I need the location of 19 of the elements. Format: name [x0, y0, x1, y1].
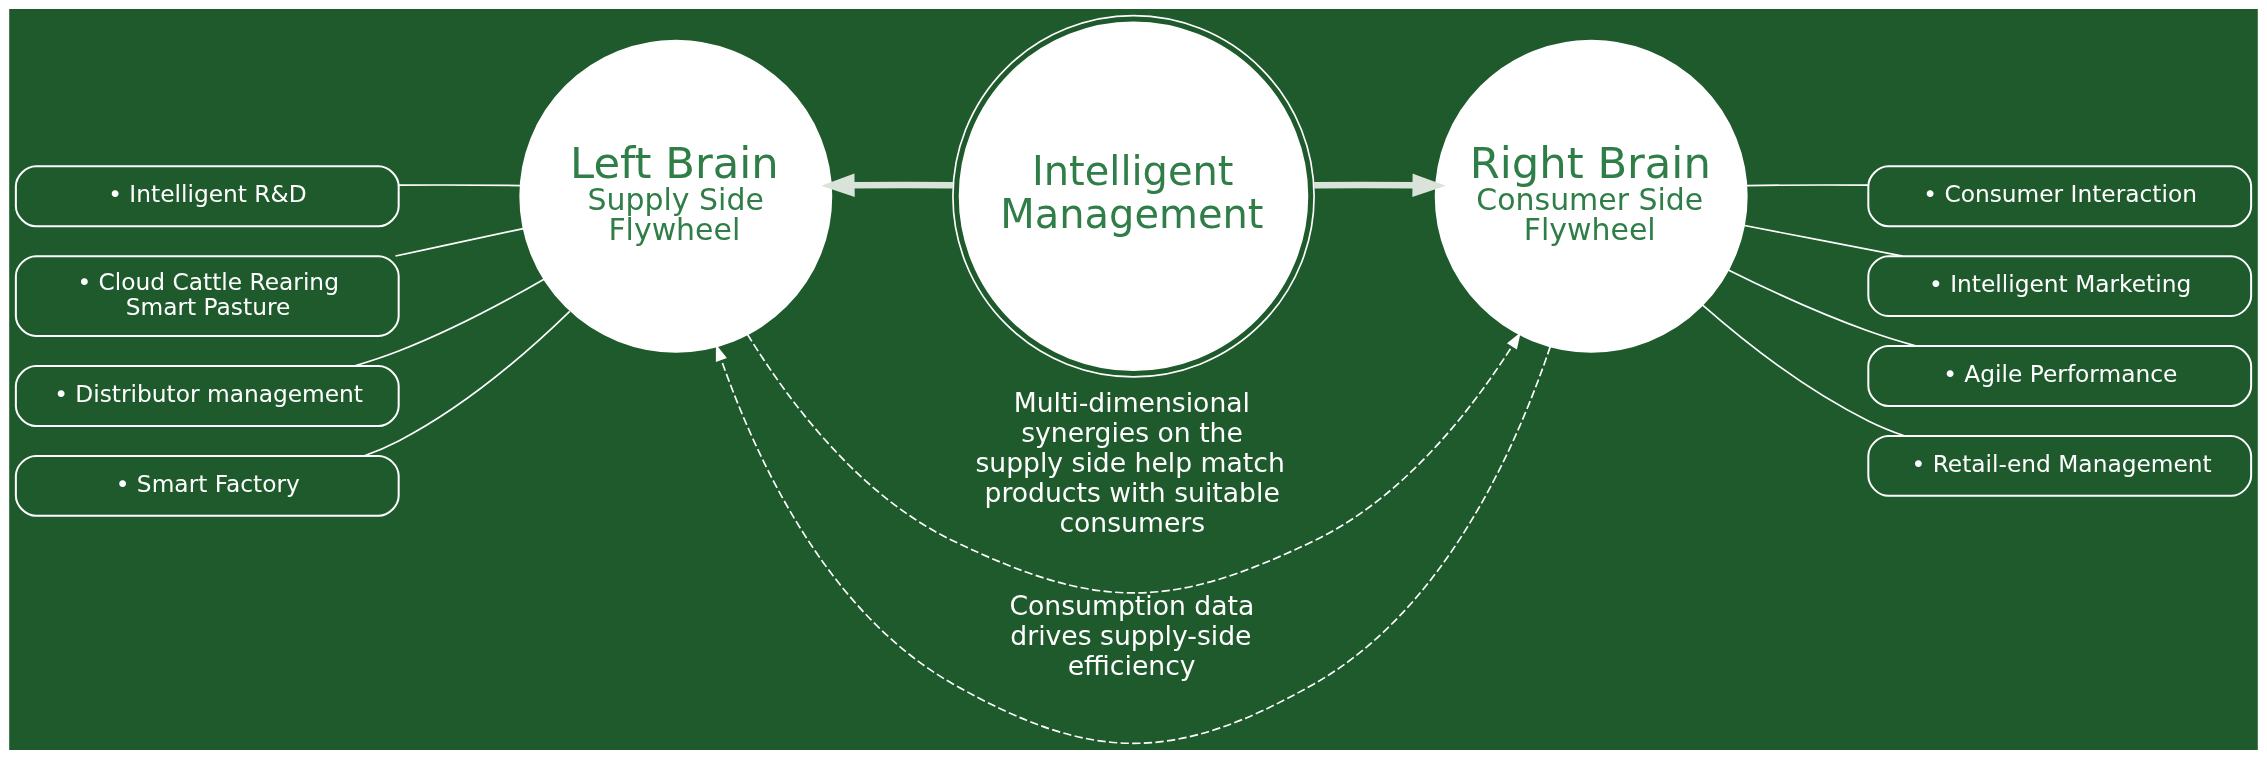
node-box: • Distributor management [14, 365, 400, 427]
node-box: • Cloud Cattle Rearing Smart Pasture [14, 255, 400, 338]
node-box: • Intelligent Marketing [1867, 255, 2253, 318]
edge-label: Consumption data drives supply-side efficiency [1009, 590, 1255, 682]
node-box: • Consumer Interaction [1867, 165, 2253, 228]
node-circle: Left Brain Supply Side Flywheel [519, 39, 833, 353]
arrow [746, 332, 1521, 594]
connector [1745, 184, 1869, 187]
node-box: • Intelligent R&D [14, 165, 400, 228]
arrow [1314, 173, 1446, 197]
node-box: • Agile Performance [1867, 345, 2253, 407]
node-box: • Smart Factory [14, 454, 400, 517]
arrow [715, 344, 1552, 745]
connector [398, 184, 522, 187]
node-circle: Intelligent Management [952, 14, 1315, 378]
edge-label: Multi-dimensional synergies on the supply side help match products with suitable consumers [975, 387, 1285, 539]
connector [394, 227, 525, 257]
arrow [821, 173, 954, 197]
node-box: • Retail-end Management [1867, 434, 2253, 497]
